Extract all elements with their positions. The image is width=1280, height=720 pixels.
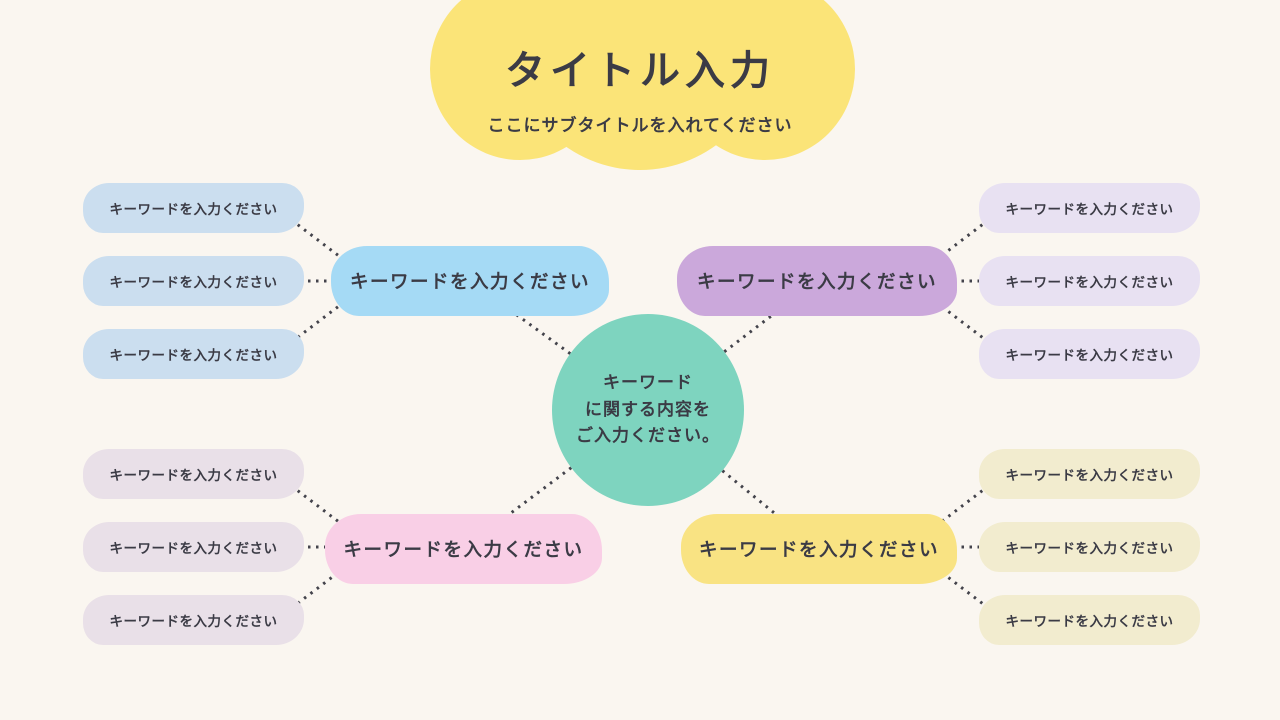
branch-topleft-child-2[interactable]: キーワードを入力ください xyxy=(83,256,304,306)
center-topic-node[interactable]: キーワード に関する内容を ご入力ください。 xyxy=(552,314,744,506)
center-topic-line2: に関する内容を xyxy=(585,399,711,419)
branch-bottomleft-node[interactable]: キーワードを入力ください xyxy=(325,514,602,584)
branch-bottomright-child-2[interactable]: キーワードを入力ください xyxy=(979,522,1200,572)
branch-bottomright-child-1[interactable]: キーワードを入力ください xyxy=(979,449,1200,499)
page-subtitle: ここにサブタイトルを入れてください xyxy=(487,116,793,135)
branch-bottomright-child-3[interactable]: キーワードを入力ください xyxy=(979,595,1200,645)
branch-bottomleft-label: キーワードを入力ください xyxy=(343,539,584,560)
branch-bottomleft-child-3-label: キーワードを入力ください xyxy=(109,614,278,629)
branch-bottomleft-child-1-label: キーワードを入力ください xyxy=(109,468,278,483)
branch-topright-child-2-label: キーワードを入力ください xyxy=(1005,275,1174,290)
branch-topleft-child-3[interactable]: キーワードを入力ください xyxy=(83,329,304,379)
branch-topleft-child-2-label: キーワードを入力ください xyxy=(109,275,278,290)
branch-bottomleft-child-2-label: キーワードを入力ください xyxy=(109,541,278,556)
center-topic-line1: キーワード xyxy=(603,373,693,393)
title-block[interactable]: タイトル入力 ここにサブタイトルを入れてください xyxy=(440,38,840,136)
center-topic-line3: ご入力ください。 xyxy=(576,426,720,446)
branch-topleft-child-3-label: キーワードを入力ください xyxy=(109,348,278,363)
branch-topleft-child-1[interactable]: キーワードを入力ください xyxy=(83,183,304,233)
branch-topright-child-1[interactable]: キーワードを入力ください xyxy=(979,183,1200,233)
page-title: タイトル入力 xyxy=(505,49,775,93)
branch-topleft-node[interactable]: キーワードを入力ください xyxy=(331,246,609,316)
title-cloud-lobe-right xyxy=(675,0,855,160)
branch-topright-child-1-label: キーワードを入力ください xyxy=(1005,202,1174,217)
branch-bottomright-label: キーワードを入力ください xyxy=(698,539,939,560)
branch-topright-node[interactable]: キーワードを入力ください xyxy=(677,246,957,316)
branch-bottomleft-child-3[interactable]: キーワードを入力ください xyxy=(83,595,304,645)
branch-topright-child-3[interactable]: キーワードを入力ください xyxy=(979,329,1200,379)
branch-topleft-child-1-label: キーワードを入力ください xyxy=(109,202,278,217)
branch-bottomright-node[interactable]: キーワードを入力ください xyxy=(681,514,957,584)
branch-topright-child-3-label: キーワードを入力ください xyxy=(1005,348,1174,363)
branch-topright-child-2[interactable]: キーワードを入力ください xyxy=(979,256,1200,306)
branch-bottomright-child-1-label: キーワードを入力ください xyxy=(1005,468,1174,483)
branch-topright-label: キーワードを入力ください xyxy=(696,271,937,292)
branch-bottomright-child-3-label: キーワードを入力ください xyxy=(1005,614,1174,629)
branch-topleft-label: キーワードを入力ください xyxy=(349,271,590,292)
branch-bottomleft-child-2[interactable]: キーワードを入力ください xyxy=(83,522,304,572)
branch-bottomleft-child-1[interactable]: キーワードを入力ください xyxy=(83,449,304,499)
branch-bottomright-child-2-label: キーワードを入力ください xyxy=(1005,541,1174,556)
